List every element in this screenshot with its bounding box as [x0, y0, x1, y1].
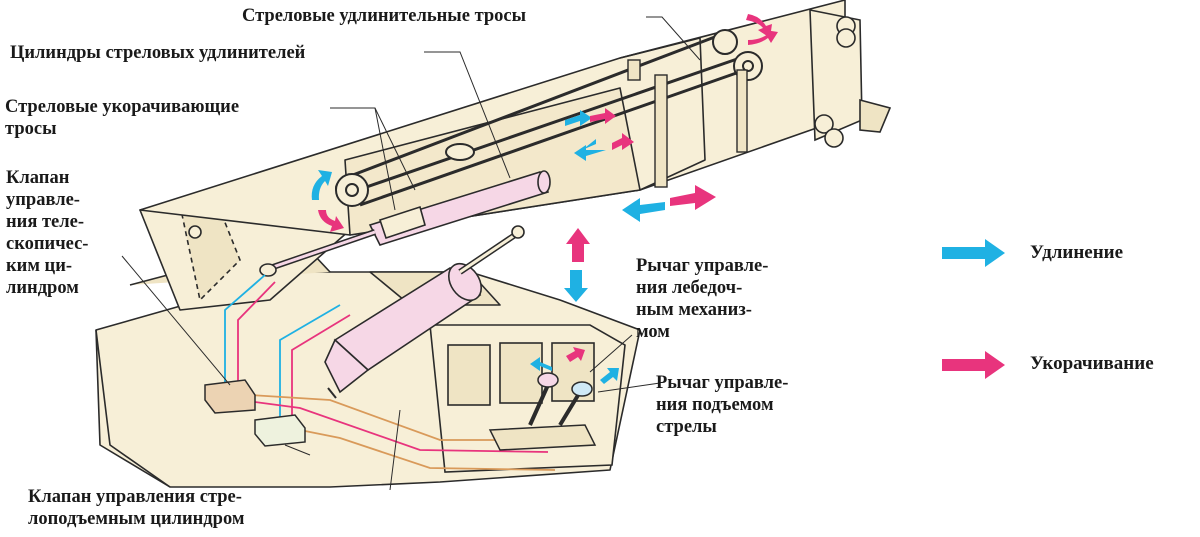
label-winch-lever-line-3: ным механиз- — [636, 300, 752, 320]
label-retraction-cables-line-2: тросы — [5, 119, 57, 139]
label-telescopic-valve-line-3: ния теле- — [6, 212, 85, 232]
leader-lines — [121, 16, 701, 491]
label-extension-cylinders: Цилиндры стреловых удлинителей — [10, 43, 306, 63]
label-telescopic-valve-line-2: управле- — [6, 190, 80, 210]
valve-boxes — [204, 379, 306, 447]
label-winch-lever-line-4: мом — [636, 322, 670, 342]
label-lift-cylinder-valve-line-2: лоподъемным цилиндром — [28, 509, 245, 529]
label-telescopic-valve-line-6: линдром — [6, 278, 79, 298]
label-lift-cylinder-valve-line-1: Клапан управления стре- — [28, 487, 242, 507]
brackets — [627, 59, 748, 188]
label-telescopic-valve-line-1: Клапан — [6, 168, 70, 188]
label-lift-cylinder-valve: Клапан управления стре- лоподъемным цили… — [28, 486, 244, 530]
control-levers — [488, 372, 597, 451]
label-retraction-cables-line-1: Стреловые укорачивающие — [5, 97, 240, 117]
label-winch-lever: Рычаг управле- ния лебедоч- ным механиз-… — [636, 255, 768, 343]
label-telescopic-valve-line-5: ким ци- — [6, 256, 73, 276]
sheaves — [335, 29, 763, 207]
lift-cylinder — [324, 225, 525, 399]
label-telescopic-valve-line-4: скопичес- — [6, 234, 89, 254]
label-extension-cables: Стреловые удлинительные тросы — [242, 6, 527, 26]
label-telescopic-valve: Клапан управле- ния теле- скопичес- ким … — [6, 167, 88, 299]
legend-retraction-label: Укорачивание — [1030, 353, 1154, 374]
hydraulic-lines — [224, 274, 556, 471]
label-winch-lever-line-2: ния лебедоч- — [636, 278, 743, 298]
extension-cylinder — [259, 170, 551, 277]
legend-extension-label: Удлинение — [1030, 242, 1124, 263]
boom-head — [809, 9, 892, 148]
label-boom-lift-lever-line-1: Рычаг управле- — [656, 373, 789, 393]
label-boom-lift-lever-line-3: стрелы — [656, 417, 717, 437]
label-boom-lift-lever: Рычаг управле- ния подъемом стрелы — [656, 372, 788, 438]
retraction-arrows — [318, 14, 1005, 379]
label-winch-lever-line-1: Рычаг управле- — [636, 256, 769, 276]
label-boom-lift-lever-line-2: ния подъемом — [656, 395, 774, 415]
label-retraction-cables: Стреловые укорачивающие тросы — [5, 96, 239, 140]
extension-arrows — [311, 110, 1005, 384]
